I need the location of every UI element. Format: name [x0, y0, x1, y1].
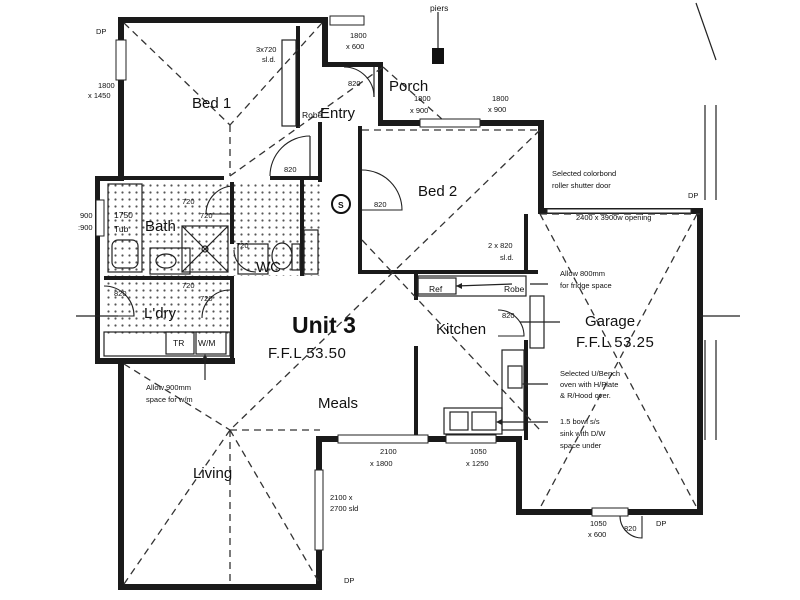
svg-text:2100: 2100 — [380, 447, 397, 456]
room-living: Living — [193, 465, 232, 482]
svg-text:x 1250: x 1250 — [466, 459, 489, 468]
room-labels: Bed 1 Entry Porch Bed 2 Bath WC L'dry Ki… — [144, 78, 654, 482]
unit-title: Unit 3 — [292, 312, 356, 338]
svg-text:x 900: x 900 — [488, 105, 506, 114]
svg-text:S: S — [338, 200, 344, 210]
svg-text:2 x 820: 2 x 820 — [488, 241, 513, 250]
windows — [95, 15, 692, 551]
svg-text:2700 sld: 2700 sld — [330, 504, 358, 513]
wet-area-tiles — [104, 182, 320, 336]
svg-text:TR: TR — [173, 338, 184, 348]
svg-text:720: 720 — [182, 281, 195, 290]
svg-text:720: 720 — [200, 211, 213, 220]
svg-text:for fridge space: for fridge space — [560, 281, 612, 290]
svg-text:1800: 1800 — [98, 81, 115, 90]
shower — [181, 225, 229, 273]
room-wc: WC — [256, 259, 281, 276]
svg-text:Tub: Tub — [114, 224, 129, 234]
svg-text:2400 x 3900w opening: 2400 x 3900w opening — [576, 213, 651, 222]
svg-text:720: 720 — [182, 197, 195, 206]
svg-text:820: 820 — [114, 289, 127, 298]
room-kitchen: Kitchen — [436, 321, 486, 338]
svg-text:900: 900 — [80, 211, 93, 220]
svg-text:Robe: Robe — [302, 110, 323, 120]
svg-text:W/M: W/M — [198, 338, 215, 348]
bathtub — [107, 183, 143, 273]
fixtures — [103, 39, 545, 435]
dashed-lines — [123, 22, 700, 585]
pier-block — [432, 48, 444, 64]
svg-text:820: 820 — [624, 524, 637, 533]
leader-lines — [76, 2, 740, 440]
room-laundry: L'dry — [144, 305, 177, 322]
door-swings — [103, 66, 643, 539]
svg-text:720: 720 — [200, 294, 213, 303]
svg-text:820: 820 — [374, 200, 387, 209]
svg-text:1800: 1800 — [492, 94, 509, 103]
basin — [155, 253, 177, 269]
svg-text:DP: DP — [96, 27, 106, 36]
svg-text:x 600: x 600 — [588, 530, 606, 539]
svg-text:roller shutter door: roller shutter door — [552, 181, 611, 190]
room-meals: Meals — [318, 395, 358, 412]
svg-text:DP: DP — [688, 191, 698, 200]
svg-text:Robe: Robe — [504, 284, 525, 294]
svg-text:1750: 1750 — [114, 210, 133, 220]
svg-text:Selected colorbond: Selected colorbond — [552, 169, 616, 178]
svg-text:DP: DP — [344, 576, 354, 585]
svg-text:1.5 bowl s/s: 1.5 bowl s/s — [560, 417, 600, 426]
smoke-detector-icon — [331, 194, 351, 214]
svg-text:x 900: x 900 — [410, 106, 428, 115]
svg-text:Allow 800mm: Allow 800mm — [560, 269, 605, 278]
svg-text:space under: space under — [560, 441, 602, 450]
svg-text:x 1800: x 1800 — [370, 459, 393, 468]
svg-text:3x720: 3x720 — [256, 45, 276, 54]
room-bath: Bath — [145, 218, 176, 235]
svg-text:x 1450: x 1450 — [88, 91, 111, 100]
svg-text:2100 x: 2100 x — [330, 493, 353, 502]
svg-text:sl.d.: sl.d. — [262, 55, 276, 64]
svg-text:1800: 1800 — [414, 94, 431, 103]
svg-text:Selected U/Bench: Selected U/Bench — [560, 369, 620, 378]
room-garage: Garage — [585, 313, 635, 330]
svg-text:720: 720 — [236, 241, 249, 250]
room-porch: Porch — [389, 78, 428, 95]
dimension-labels: 3x720 sl.d. 1800 x 1450 1800 x 600 1800 … — [78, 31, 651, 539]
svg-text:sink with D/W: sink with D/W — [560, 429, 606, 438]
unit-floor-level: F.F.L 53.50 — [268, 345, 346, 362]
room-bed1: Bed 1 — [192, 95, 231, 112]
garage-floor-level: F.F.L 53.25 — [576, 334, 654, 351]
svg-text:DP: DP — [656, 519, 666, 528]
annotation-notes: Selected colorbond roller shutter door A… — [146, 169, 620, 450]
svg-text:piers: piers — [430, 3, 448, 13]
svg-text:oven with H/Plate: oven with H/Plate — [560, 380, 618, 389]
room-entry: Entry — [320, 105, 356, 122]
svg-text:820: 820 — [348, 79, 361, 88]
svg-text::900: :900 — [78, 223, 93, 232]
svg-text:& R/Hood over.: & R/Hood over. — [560, 391, 611, 400]
svg-text:820: 820 — [284, 165, 297, 174]
room-bed2: Bed 2 — [418, 183, 457, 200]
fixture-labels: 1750 Tub Ref Robe Robe TR W/M S piers DP… — [96, 3, 698, 585]
svg-text:820: 820 — [502, 311, 515, 320]
svg-text:space for w/m: space for w/m — [146, 395, 193, 404]
svg-text:Allow 900mm: Allow 900mm — [146, 383, 191, 392]
svg-text:sl.d.: sl.d. — [500, 253, 514, 262]
svg-text:1050: 1050 — [470, 447, 487, 456]
svg-text:Ref: Ref — [429, 284, 443, 294]
svg-text:1050: 1050 — [590, 519, 607, 528]
svg-text:1800: 1800 — [350, 31, 367, 40]
svg-text:x 600: x 600 — [346, 42, 364, 51]
